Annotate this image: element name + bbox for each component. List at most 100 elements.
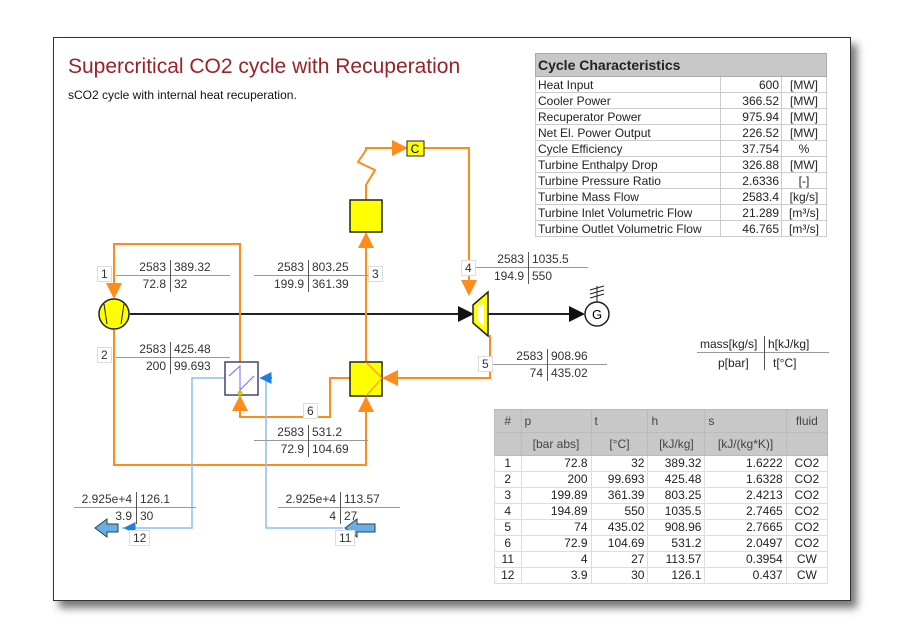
table-cell: 199.89 [520,487,592,504]
compressor-icon[interactable] [98,298,130,330]
table-cell: 27 [590,551,649,568]
column-header: p [520,409,592,433]
pipe-4 [424,147,477,296]
heater-icon[interactable] [349,199,383,233]
table-cell: 200 [520,471,592,488]
state-number: 4 [461,260,476,276]
state-temperature: 104.69 [312,442,349,456]
turbine-icon[interactable] [472,290,489,338]
table-cell: 5 [494,519,522,536]
legend-mass: mass[kg/s] [700,337,758,351]
state-temperature: 550 [532,269,553,283]
table-cell: 0.3954 [704,551,787,568]
column-header: t [590,409,649,433]
cycle-value: 366.52 [720,92,782,109]
table-cell: CO2 [785,471,829,488]
state-temperature: 27 [344,509,358,523]
pipe-6 [232,377,350,418]
table-cell: 2.0497 [704,535,787,552]
table-cell: 4 [494,503,522,520]
generator-icon[interactable] [584,285,610,327]
legend-enthalpy: h[kJ/kg] [768,337,810,351]
pipe-heater [356,140,408,200]
table-cell: 550 [590,503,649,520]
state-enthalpy: 908.96 [551,349,588,363]
table-cell: CO2 [785,535,829,552]
page-subtitle: sCO2 cycle with internal heat recuperati… [68,88,297,102]
cycle-characteristics-header: Cycle Characteristics [535,53,827,77]
cycle-label: Turbine Enthalpy Drop [535,156,721,173]
state-enthalpy: 1035.5 [532,252,569,266]
cycle-value: 600 [720,76,782,93]
state-mass: 2583 [139,342,166,356]
cycle-label: Turbine Inlet Volumetric Flow [535,204,721,221]
table-cell: CW [785,567,829,584]
column-unit [494,432,522,456]
state-number: 12 [129,530,151,546]
state-pressure: 200 [145,359,166,373]
table-cell: 126.1 [647,567,706,584]
recuperator-icon[interactable] [349,361,383,397]
legend-pressure: p[bar] [718,356,749,370]
table-cell: CO2 [785,503,829,520]
state-pressure: 199.9 [273,277,304,291]
state-number: 1 [97,266,112,282]
table-cell: 2.4213 [704,487,787,504]
state-mass: 2.925e+4 [285,492,336,506]
state-mass: 2583 [516,349,543,363]
cycle-unit: [m³/s] [781,204,827,221]
table-cell: 113.57 [647,551,706,568]
state-mass: 2583 [277,260,304,274]
state-number: 5 [478,356,493,372]
column-unit: [°C] [590,432,649,456]
cycle-unit: [m³/s] [781,220,827,237]
table-cell: 2.7665 [704,519,787,536]
cycle-value: 326.88 [720,156,782,173]
table-cell: 2.7465 [704,503,787,520]
state-enthalpy: 389.32 [174,260,211,274]
table-cell: 194.89 [520,503,592,520]
state-mass: 2583 [139,260,166,274]
table-cell: 74 [520,519,592,536]
column-header: fluid [785,409,829,433]
table-cell: 30 [590,567,649,584]
cycle-value: 2583.4 [720,188,782,205]
column-unit: [kJ/(kg*K)] [704,432,787,456]
table-cell: 425.48 [647,471,706,488]
column-header: h [647,409,706,433]
table-cell: 32 [590,455,649,472]
cycle-value: 975.94 [720,108,782,125]
table-cell: 1.6222 [704,455,787,472]
table-cell: 6 [494,535,522,552]
cycle-unit: [MW] [781,92,827,109]
table-cell: CW [785,551,829,568]
cycle-unit: [MW] [781,124,827,141]
state-enthalpy: 126.1 [140,492,171,506]
table-cell: 0.437 [704,567,787,584]
table-cell: 4 [520,551,592,568]
combustor-icon[interactable] [406,140,425,157]
table-cell: 3.9 [520,567,592,584]
combustor-label: C [411,142,420,156]
table-cell: 389.32 [647,455,706,472]
state-mass: 2583 [277,425,304,439]
state-temperature: 361.39 [312,277,349,291]
state-mass: 2583 [497,252,524,266]
cooler-icon[interactable] [224,361,259,396]
cycle-label: Net El. Power Output [535,124,721,141]
column-unit [785,432,829,456]
table-cell: 2 [494,471,522,488]
